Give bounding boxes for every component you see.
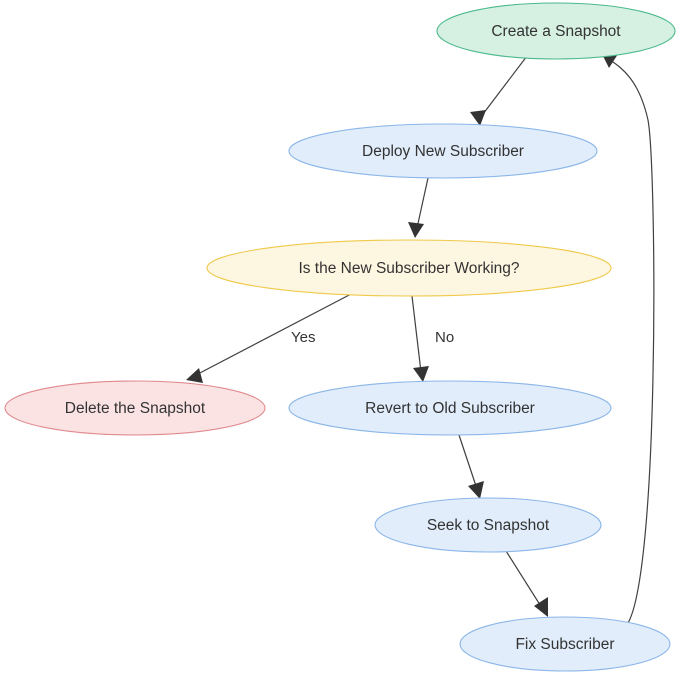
edge-deploy-to-decision-line [416,177,429,229]
edge-decision-yes-delete-arrowhead-icon [186,368,203,383]
node-fix-subscriber[interactable]: Fix Subscriber [459,616,671,672]
edge-seek-to-fix-line [505,550,543,609]
node-seek-to-snapshot[interactable]: Seek to Snapshot [374,497,602,553]
edge-edge-seek-to-fix [505,550,548,617]
edge-create-to-deploy-arrowhead-icon [470,110,486,126]
node-seek-to-snapshot-shape[interactable] [374,497,602,553]
edge-deploy-to-decision-arrowhead-icon [408,222,424,238]
edge-fix-to-create-arrowhead-icon [602,54,618,68]
edge-revert-to-seek-line [458,434,478,490]
edge-seek-to-fix-arrowhead-icon [534,597,548,617]
edge-labels-layer: Yes No [291,329,454,346]
node-fix-subscriber-shape[interactable] [459,616,671,672]
edge-decision-yes-delete-line [195,292,354,376]
edges-layer [186,54,655,629]
edge-edge-decision-yes-delete [186,292,354,383]
edge-decision-yes-delete-label: Yes [291,329,315,346]
node-create-snapshot-shape[interactable] [436,2,676,60]
node-is-new-subscriber-working[interactable]: Is the New Subscriber Working? [206,239,612,297]
node-revert-to-old-subscriber-shape[interactable] [288,380,612,436]
node-delete-the-snapshot-shape[interactable] [4,380,266,436]
node-create-snapshot[interactable]: Create a Snapshot [436,2,676,60]
edge-edge-deploy-to-decision [408,177,429,238]
node-deploy-new-subscriber[interactable]: Deploy New Subscriber [288,123,598,179]
edge-decision-no-revert-label: No [435,329,454,346]
edge-edge-decision-no-revert [411,295,429,382]
edge-edge-fix-to-create [602,54,655,629]
node-revert-to-old-subscriber[interactable]: Revert to Old Subscriber [288,380,612,436]
node-is-new-subscriber-working-shape[interactable] [206,239,612,297]
node-deploy-new-subscriber-shape[interactable] [288,123,598,179]
edge-edge-create-to-deploy [470,55,528,126]
edge-edge-revert-to-seek [458,434,484,499]
edge-fix-to-create-line [609,59,655,629]
edge-decision-no-revert-arrowhead-icon [413,366,429,382]
edge-decision-no-revert-line [411,295,422,373]
node-delete-the-snapshot[interactable]: Delete the Snapshot [4,380,266,436]
edge-revert-to-seek-arrowhead-icon [468,481,484,499]
edge-create-to-deploy-line [479,55,528,119]
